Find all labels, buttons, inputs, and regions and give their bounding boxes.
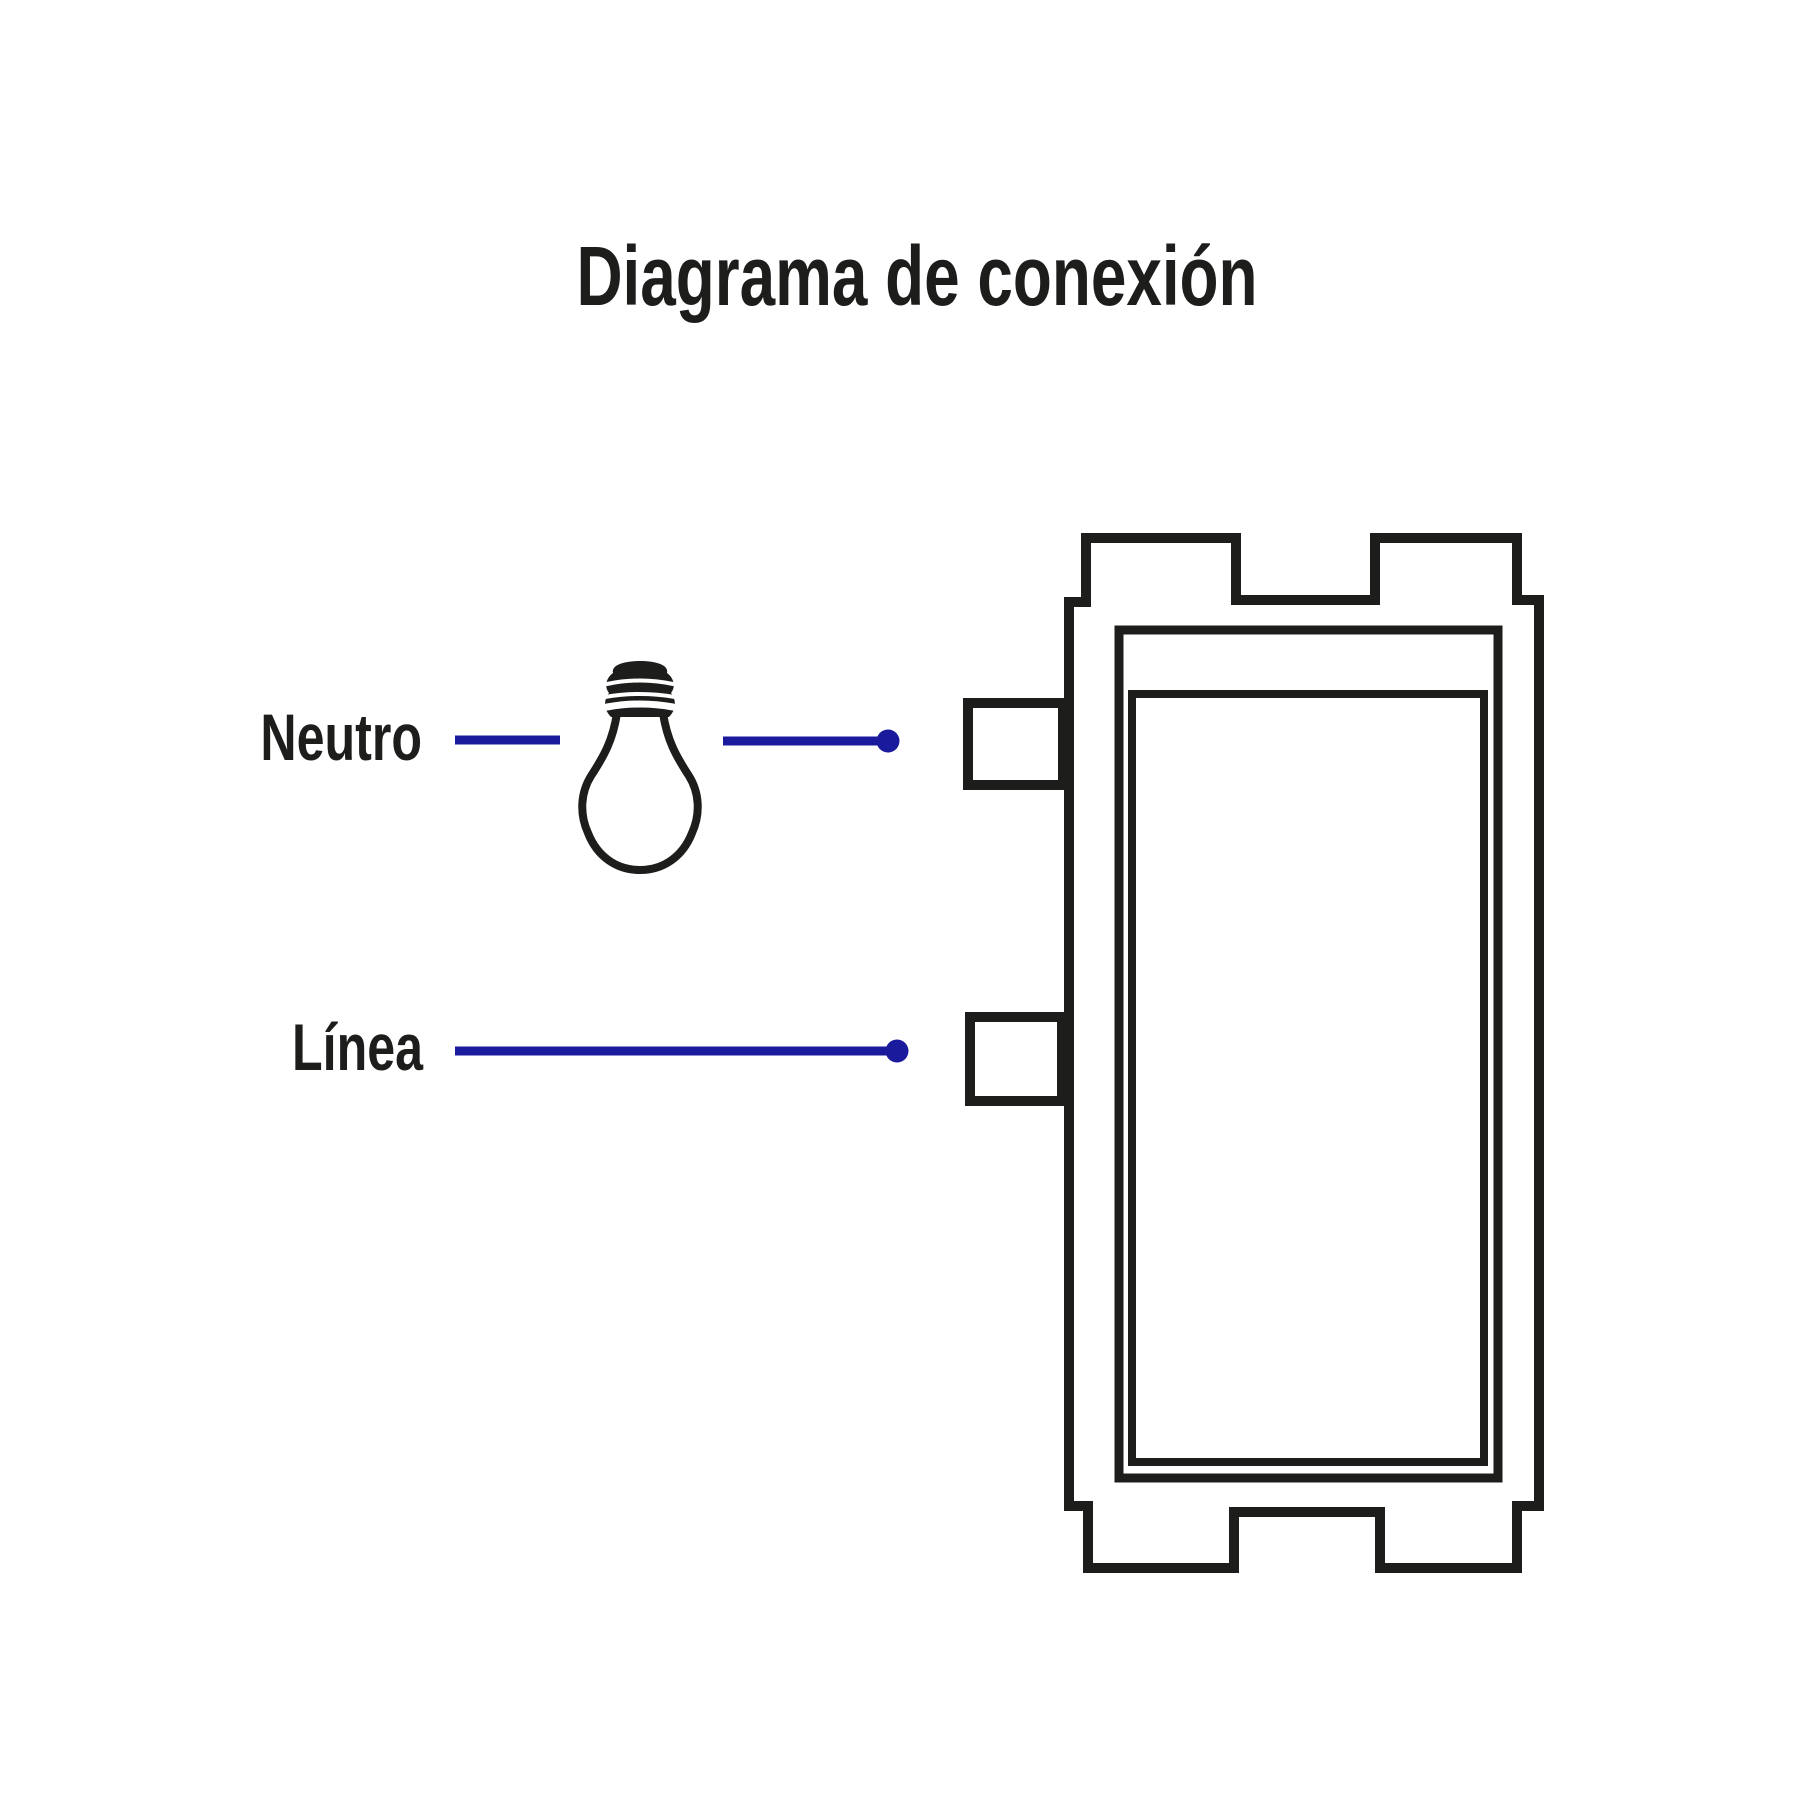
terminal-neutro xyxy=(963,698,1068,790)
bulb-screw-ridge xyxy=(605,678,675,686)
neutro-label: Neutro xyxy=(260,701,422,774)
page-title: Diagrama de conexión xyxy=(576,228,1257,323)
linea-label: Línea xyxy=(292,1011,423,1084)
bulb-glass-outline xyxy=(578,709,702,875)
neutro-label-group: Neutro xyxy=(260,701,422,774)
page-title-group: Diagrama de conexión xyxy=(576,228,1257,323)
switch-rocker xyxy=(1128,690,1488,1466)
terminal-linea xyxy=(965,1012,1067,1106)
bulb-screw-ridge xyxy=(603,692,677,699)
neutro-connection-dot xyxy=(876,729,900,753)
linea-connection-dot xyxy=(885,1039,909,1063)
linea-label-group: Línea xyxy=(292,1011,423,1084)
switch-module-outline xyxy=(1064,533,1544,1573)
bulb-screw-collar xyxy=(603,700,677,711)
switch-module-frame xyxy=(1114,625,1503,1483)
light-bulb-icon xyxy=(578,661,702,875)
